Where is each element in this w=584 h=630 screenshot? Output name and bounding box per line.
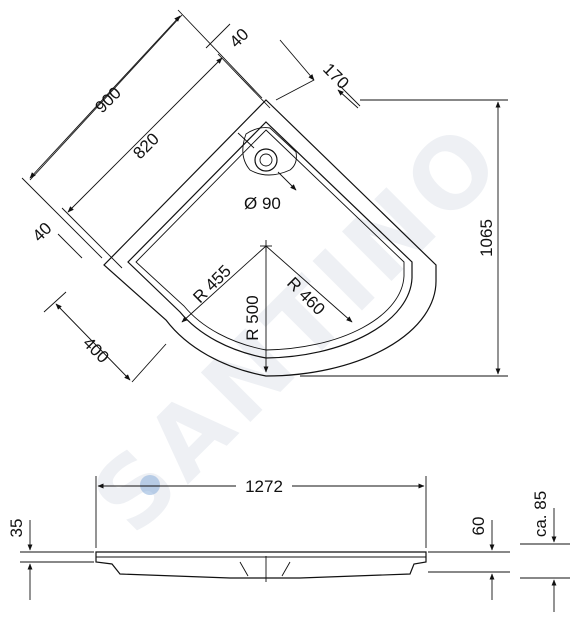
radius-455-label: R 455 [189, 261, 235, 307]
svg-text:SANTINO: SANTINO [71, 101, 524, 554]
radius-455-line [181, 245, 267, 323]
drain-recess [242, 127, 297, 176]
tray-inner-outline [127, 121, 413, 359]
dim-900-label: 900 [91, 83, 124, 116]
dim-170-label: 170 [319, 59, 352, 92]
radius-500-label: R 500 [243, 295, 262, 340]
dim-ca85-label: ca. 85 [531, 491, 550, 537]
watermark-dot-icon [140, 475, 160, 495]
tray-side-profile [95, 551, 427, 579]
dim-40-left-label: 40 [29, 219, 56, 246]
dim-1272-label: 1272 [245, 477, 283, 496]
tray-outer-outline [103, 99, 437, 377]
dim-820-label: 820 [129, 129, 162, 162]
dim-35-label: 35 [7, 519, 26, 538]
side-view: 1272 35 60 ca. 85 [7, 475, 570, 612]
dim-60-label: 60 [469, 517, 488, 536]
dim-400-label: 400 [79, 333, 112, 366]
dim-1065-label: 1065 [477, 219, 496, 257]
tray-rim-line [135, 129, 405, 351]
drain-icon [254, 148, 278, 172]
radius-460-line [265, 245, 353, 323]
watermark: SANTINO [71, 101, 524, 554]
dim-40-top-label: 40 [226, 25, 253, 52]
drain-inner-circle [259, 153, 273, 167]
drain-diameter-label: Ø 90 [244, 194, 281, 213]
